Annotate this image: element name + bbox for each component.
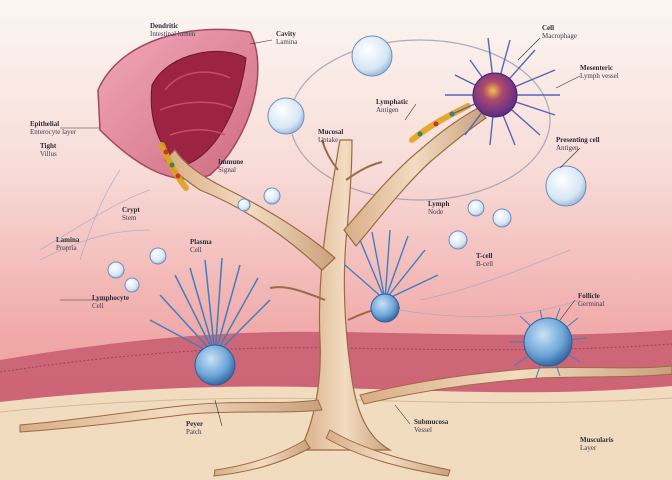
dendritic-cell-left bbox=[149, 257, 271, 386]
intestine-section bbox=[97, 28, 259, 180]
fiber-threads bbox=[39, 169, 581, 317]
leader-lines bbox=[60, 37, 581, 427]
antigen-bubbles bbox=[107, 35, 587, 293]
macrophage-cell bbox=[445, 37, 560, 146]
central-trunk bbox=[19, 107, 672, 477]
fat-layer-line bbox=[0, 397, 672, 413]
antigen-beads bbox=[159, 103, 471, 191]
dendritic-cell-right bbox=[510, 307, 587, 379]
dendritic-cell-center bbox=[344, 229, 439, 323]
